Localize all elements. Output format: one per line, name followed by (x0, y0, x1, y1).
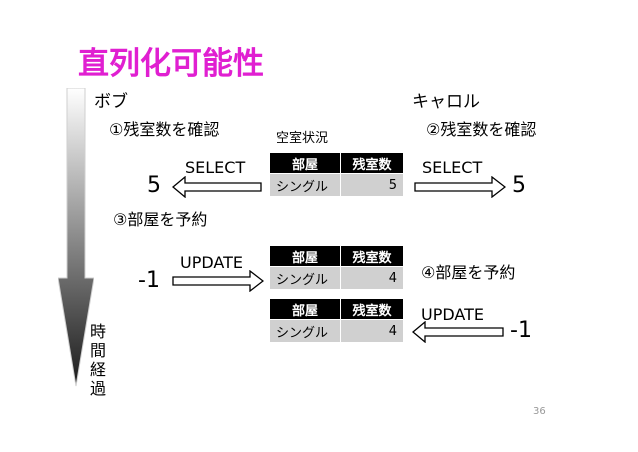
time-axis-arrow (58, 88, 94, 387)
arrow-right-icon (172, 270, 264, 292)
cell-remaining-count: 4 (340, 319, 403, 342)
table-row: シングル 5 (270, 173, 403, 196)
header-remaining: 残室数 (340, 153, 403, 174)
cell-remaining-count: 5 (340, 173, 403, 196)
cell-room-type: シングル (270, 266, 341, 289)
carol-update-value: -1 (510, 318, 532, 343)
step-3-reserve-room: ③部屋を予約 (113, 210, 208, 229)
header-room: 部屋 (270, 153, 341, 174)
table-row: シングル 4 (270, 266, 403, 289)
cell-remaining-count: 4 (340, 266, 403, 289)
bob-update-value: -1 (138, 268, 160, 293)
time-elapsed-label: 時 間 経 過 (89, 322, 106, 398)
table-row: シングル 4 (270, 319, 403, 342)
step-4-reserve-room: ④部屋を予約 (421, 263, 516, 282)
cell-room-type: シングル (270, 319, 341, 342)
header-room: 部屋 (270, 299, 341, 320)
carol-read-value: 5 (512, 173, 526, 198)
vacancy-table-after-bob: 部屋 残室数 シングル 4 (270, 246, 403, 289)
arrow-right-icon (414, 176, 506, 198)
step-1-check-rooms: ①残室数を確認 (109, 120, 220, 139)
actor-carol: キャロル (412, 92, 480, 112)
page-number: 36 (533, 406, 546, 417)
select-label-bob: SELECT (185, 158, 246, 177)
step-2-check-rooms: ②残室数を確認 (426, 120, 537, 139)
vacancy-table-initial: 部屋 残室数 シングル 5 (270, 153, 403, 196)
arrow-left-icon (412, 321, 504, 343)
actor-bob: ボブ (94, 92, 128, 112)
header-remaining: 残室数 (340, 299, 403, 320)
vacancy-status-label: 空室状況 (276, 131, 329, 146)
cell-room-type: シングル (270, 173, 341, 196)
slide-title: 直列化可能性 (78, 46, 264, 82)
arrow-left-icon (172, 176, 262, 198)
header-room: 部屋 (270, 246, 341, 267)
update-label-carol: UPDATE (421, 305, 484, 324)
vacancy-table-after-carol: 部屋 残室数 シングル 4 (270, 299, 403, 342)
select-label-carol: SELECT (422, 158, 483, 177)
header-remaining: 残室数 (340, 246, 403, 267)
update-label-bob: UPDATE (180, 253, 243, 272)
bob-read-value: 5 (147, 173, 161, 198)
